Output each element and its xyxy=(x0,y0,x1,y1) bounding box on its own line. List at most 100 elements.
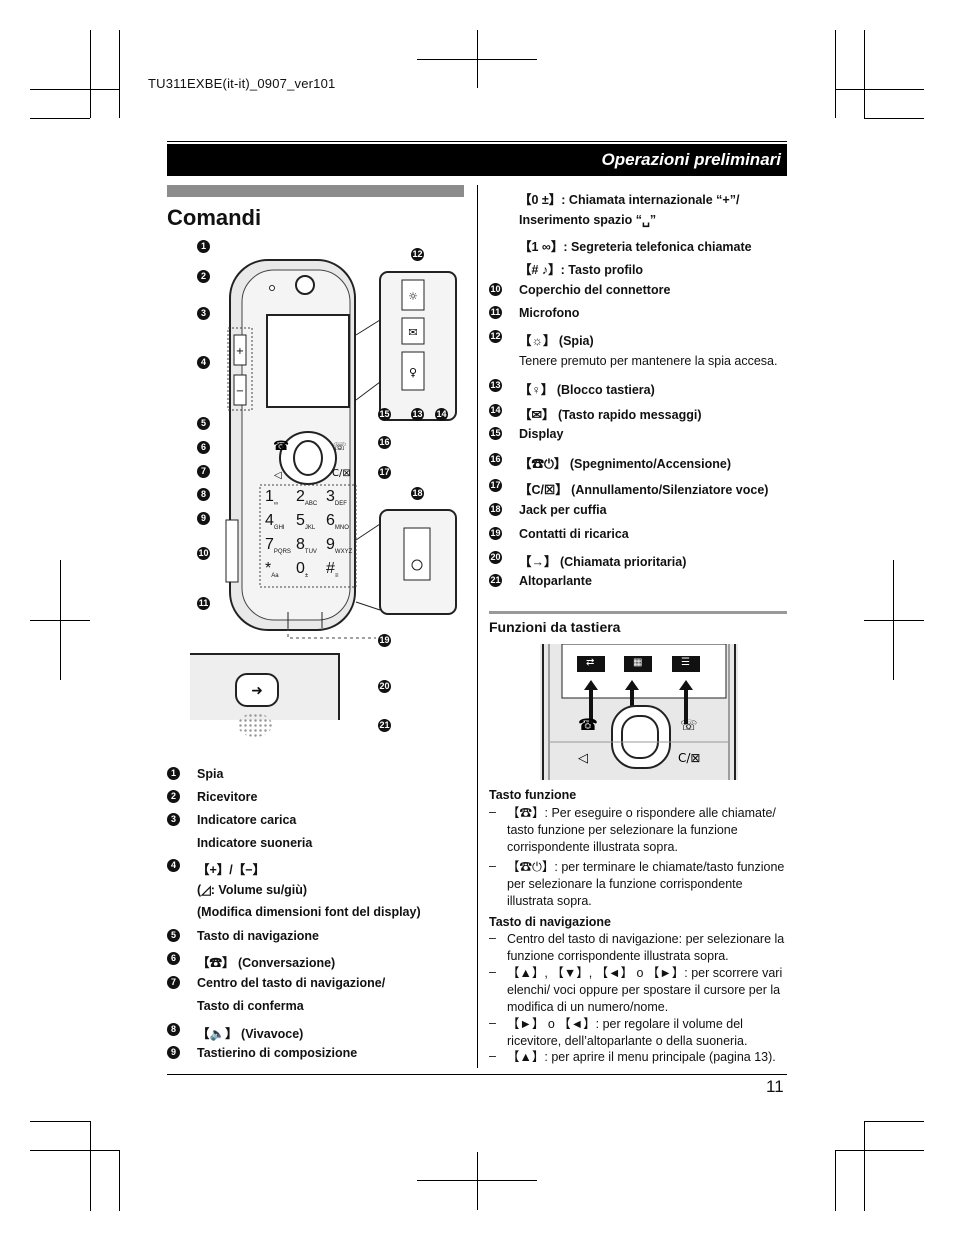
callout-number: 11 xyxy=(197,597,210,610)
svg-text:C/⊠: C/⊠ xyxy=(332,468,351,479)
callout-number: 1 xyxy=(197,240,210,253)
handset-illustration: + − ☎ ☏ ◁ C/⊠ ☼ ✉ ♀ xyxy=(190,259,457,720)
keypad-function-illustration: ☎ ☏ ◁ C/⊠ xyxy=(540,644,738,780)
keypad: 1∞ 2ABC 3DEF 4GHI 5JKL 6MNO 7PQRS 8TUV 9… xyxy=(262,486,354,582)
keypad-key: 2ABC xyxy=(296,488,318,508)
legend-text: Display xyxy=(519,427,564,441)
bullet-dash: – xyxy=(489,805,496,819)
svg-text:☏: ☏ xyxy=(333,440,347,453)
svg-text:♀: ♀ xyxy=(409,366,417,379)
legend-number: 19 xyxy=(489,527,502,540)
softkey-icon: ▦ xyxy=(633,657,643,668)
legend-text: 【☼】 (Spia) xyxy=(519,334,594,348)
legend-text: 【☎】 (Conversazione) xyxy=(197,956,336,970)
softkey-labels: ⇄ ▦ ☰ xyxy=(577,657,697,671)
legend-number: 5 xyxy=(167,929,180,942)
callout-number: 14 xyxy=(435,408,448,421)
bullet-dash: – xyxy=(489,859,496,873)
svg-text:−: − xyxy=(236,386,244,397)
callout-number: 10 xyxy=(197,547,210,560)
keypad-key: 1∞ xyxy=(265,488,279,508)
section-rule xyxy=(167,141,787,142)
legend-text: (Modifica dimensioni font del display) xyxy=(197,905,421,919)
legend-number: 1 xyxy=(167,767,180,780)
svg-text:✉: ✉ xyxy=(408,326,417,339)
callout-number: 20 xyxy=(378,680,391,693)
callout-number: 15 xyxy=(378,408,391,421)
legend-text: 【☎⏻】 (Spegnimento/Accensione) xyxy=(519,457,731,471)
bullet-dash: – xyxy=(489,931,496,945)
callout-number: 7 xyxy=(197,465,210,478)
legend-number: 10 xyxy=(489,283,502,296)
legend-text: Coperchio del connettore xyxy=(519,283,671,297)
tasto-funzione-heading: Tasto funzione xyxy=(489,788,577,802)
legend-number: 13 xyxy=(489,379,502,392)
legend-text: Jack per cuffia xyxy=(519,503,607,517)
bullet-dash: – xyxy=(489,965,496,979)
callout-number: 6 xyxy=(197,441,210,454)
legend-text: (◿: Volume su/giù) xyxy=(197,883,308,897)
legend-number: 12 xyxy=(489,330,502,343)
softkey-icon: ⇄ xyxy=(586,657,595,668)
callout-number: 16 xyxy=(378,436,391,449)
subsection-rule xyxy=(489,611,787,614)
tasto-navigazione-heading: Tasto di navigazione xyxy=(489,915,612,929)
callout-number: 19 xyxy=(378,634,391,647)
page-number: 11 xyxy=(766,1077,784,1096)
callout-number: 12 xyxy=(411,248,424,261)
legend-number: 4 xyxy=(167,859,180,872)
keypad-key: 4GHI xyxy=(265,512,285,532)
tasto-funzione-item: 【☎⏻】: per terminare le chiamate/tasto fu… xyxy=(507,860,785,908)
legend-text: Centro del tasto di navigazione/ xyxy=(197,976,386,990)
keypad-key: #≡ xyxy=(326,560,339,580)
legend-number: 15 xyxy=(489,427,502,440)
svg-text:◁: ◁ xyxy=(578,751,588,766)
keypad-key: 6MNO xyxy=(326,512,349,532)
legend-number: 20 xyxy=(489,551,502,564)
legend-text: 【C/☒】 (Annullamento/Silenziatore voce) xyxy=(519,483,769,497)
legend-text: 【♀】 (Blocco tastiera) xyxy=(519,383,655,397)
page-title: Comandi xyxy=(167,205,262,230)
legend-text: Spia xyxy=(197,767,224,781)
legend-number: 3 xyxy=(167,813,180,826)
keypad-key: 7PQRS xyxy=(265,536,291,556)
callout-number: 8 xyxy=(197,488,210,501)
legend-number: 9 xyxy=(167,1046,180,1059)
tasto-navigazione-item: 【▲】: per aprire il menu principale (pagi… xyxy=(507,1050,776,1064)
legend-text: Tastierino di composizione xyxy=(197,1046,358,1060)
tasto-navigazione-item: 【►】 o 【◄】: per regolare il volume del ri… xyxy=(507,1017,748,1048)
legend-text: 【✉】 (Tasto rapido messaggi) xyxy=(519,408,702,422)
legend-number: 17 xyxy=(489,479,502,492)
callout-number: 3 xyxy=(197,307,210,320)
legend-text: 【+】/【−】 xyxy=(197,863,266,877)
section-header: Operazioni preliminari xyxy=(167,144,787,176)
tasto-navigazione-item: Centro del tasto di navigazione: per sel… xyxy=(507,932,785,963)
legend-text: Contatti di ricarica xyxy=(519,527,629,541)
keypad-key: 3DEF xyxy=(326,488,347,508)
bullet-dash: – xyxy=(489,1049,496,1063)
section-title: Operazioni preliminari xyxy=(601,150,782,169)
legend-text: Tasto di navigazione xyxy=(197,929,320,943)
svg-text:C/⊠: C/⊠ xyxy=(678,751,700,765)
legend-text: Indicatore carica xyxy=(197,813,297,827)
legend-text: Tasto di conferma xyxy=(197,999,304,1013)
legend-number: 2 xyxy=(167,790,180,803)
footer-rule xyxy=(167,1074,787,1075)
priority-call-button: ➜ xyxy=(235,673,279,707)
legend-text: Inserimento spazio “␣” xyxy=(519,213,657,227)
svg-text:+: + xyxy=(236,346,244,357)
keypad-key: 0± xyxy=(296,560,309,580)
column-divider xyxy=(477,185,478,1068)
keypad-key: 8TUV xyxy=(296,536,317,556)
callout-number: 9 xyxy=(197,512,210,525)
callout-number: 4 xyxy=(197,356,210,369)
bullet-dash: – xyxy=(489,1016,496,1030)
document-code: TU311EXBE(it-it)_0907_ver101 xyxy=(148,76,336,91)
legend-text: Microfono xyxy=(519,306,580,320)
legend-text: 【# ♪】: Tasto profilo xyxy=(519,263,644,277)
legend-text: 【🔈】 (Vivavoce) xyxy=(197,1027,304,1041)
legend-text: 【1 ∞】: Segreteria telefonica chiamate xyxy=(519,240,752,254)
keypad-key: 5JKL xyxy=(296,512,316,532)
softkey-icon: ☰ xyxy=(681,657,690,668)
callout-number: 21 xyxy=(378,719,391,732)
